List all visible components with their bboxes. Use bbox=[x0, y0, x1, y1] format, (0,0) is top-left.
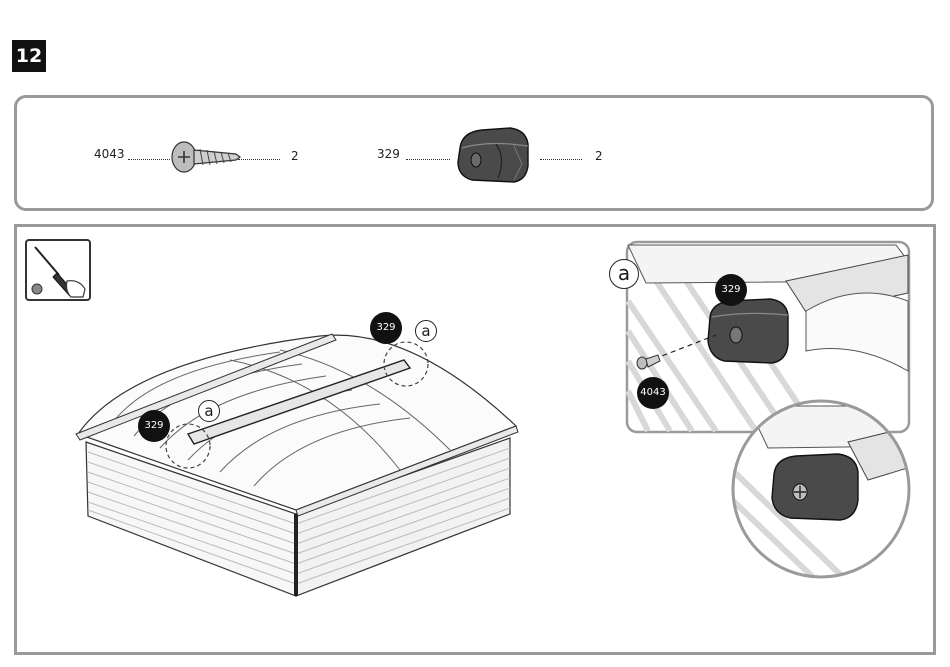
step-number: 12 bbox=[12, 40, 46, 72]
shed-illustration bbox=[70, 330, 530, 602]
detail-reference-label: a bbox=[609, 259, 639, 289]
part-callout-329: 329 bbox=[138, 410, 170, 442]
leader-dots bbox=[128, 159, 170, 160]
part-code-329: 329 bbox=[377, 147, 400, 161]
part-code-4043: 4043 bbox=[94, 147, 125, 161]
detail-reference-label: a bbox=[198, 400, 220, 422]
leader-dots bbox=[406, 159, 450, 160]
zoom-detail-circle bbox=[728, 396, 914, 582]
screwdriver-icon bbox=[29, 243, 89, 299]
screw-icon bbox=[170, 138, 242, 176]
leader-dots bbox=[238, 159, 280, 160]
tool-box bbox=[25, 239, 91, 301]
part-qty-329: 2 bbox=[595, 149, 603, 163]
end-cap-icon bbox=[452, 124, 534, 186]
detail-reference-label: a bbox=[415, 320, 437, 342]
part-callout-329: 329 bbox=[370, 312, 402, 344]
part-callout-329: 329 bbox=[715, 274, 747, 306]
part-callout-4043: 4043 bbox=[637, 377, 669, 409]
leader-dots bbox=[540, 159, 582, 160]
part-qty-4043: 2 bbox=[291, 149, 299, 163]
